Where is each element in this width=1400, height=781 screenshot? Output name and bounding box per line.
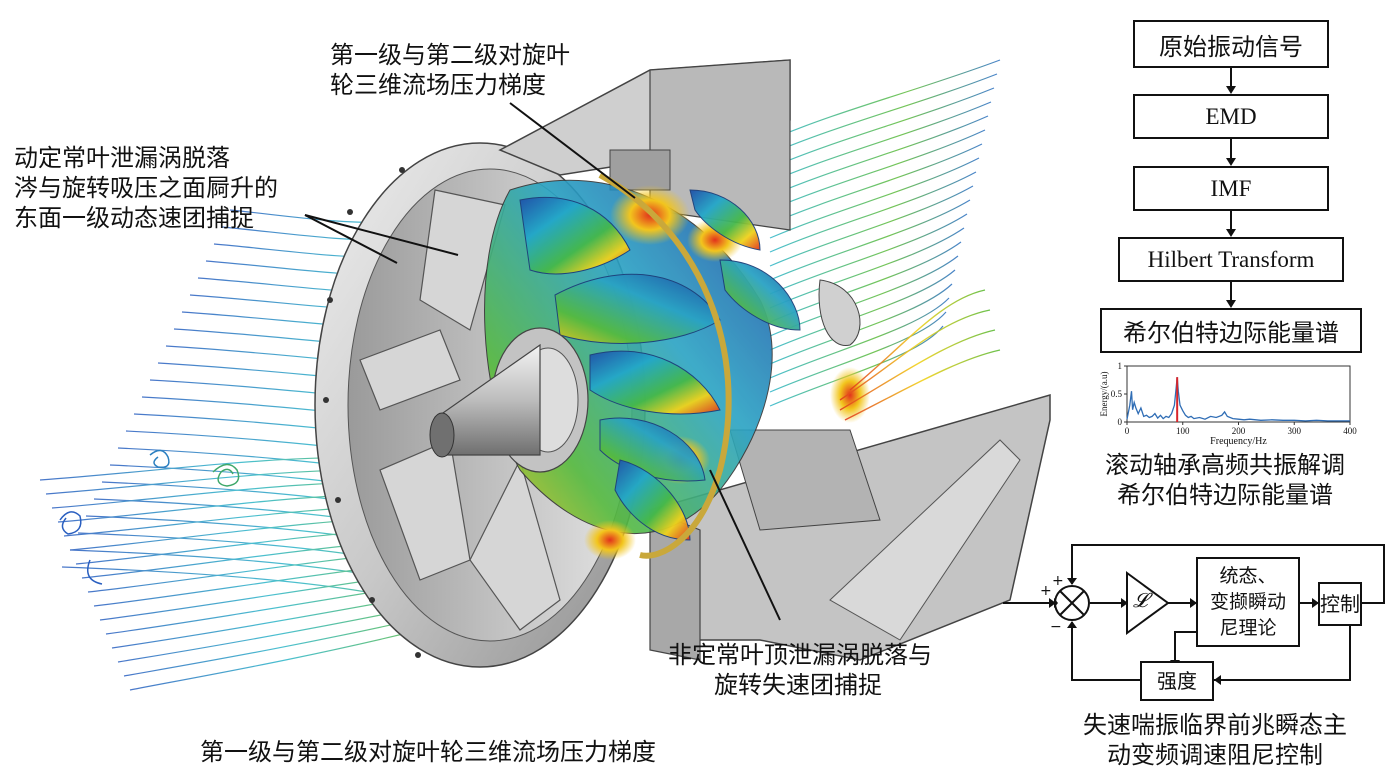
- spectrum-caption: 滚动轴承高频共振解调 希尔伯特边际能量谱: [1090, 450, 1360, 510]
- outlet-streamline: [769, 157, 980, 239]
- y-tick-label: 0: [1118, 417, 1123, 427]
- flow-arrow-head: [1226, 300, 1236, 308]
- controller-block: 统态、 变撷瞬动 尼理论: [1196, 557, 1300, 647]
- spectrum-series: [1126, 377, 1350, 422]
- outlet-streamline: [769, 283, 953, 365]
- control-caption-line1: 失速喘振临界前兆瞬态主: [1083, 711, 1347, 739]
- annotation-top: 第一级与第二级对旋叶 轮三维流场压力梯度: [330, 40, 570, 100]
- outlet-streamline: [769, 73, 998, 155]
- outlet-streamline: [769, 171, 977, 253]
- annotation-bottom-line1: 非定常叶顶泄漏涡脱落与: [668, 641, 932, 669]
- outlet-streamline: [769, 269, 956, 351]
- sensor-block: 强度: [1140, 661, 1214, 701]
- controller-line1: 统态、: [1219, 565, 1277, 587]
- y-tick-label: 0.5: [1111, 389, 1123, 399]
- outlet-streamline: [769, 101, 992, 183]
- spectrum-caption-line1: 滚动轴承高频共振解调: [1105, 451, 1345, 479]
- x-tick-label: 0: [1125, 426, 1130, 436]
- rotor-disk: [598, 172, 732, 559]
- flow-arrow-head: [1226, 229, 1236, 237]
- spectrum-caption-line2: 希尔伯特边际能量谱: [1117, 481, 1333, 509]
- outlet-streamline: [769, 59, 1001, 141]
- control-caption: 失速喘振临界前兆瞬态主 动变频调速阻尼控制: [1050, 710, 1380, 770]
- annotation-left-line2: 涔与旋转吸压之面屙升的: [14, 174, 278, 202]
- annotation-left-line1: 动定常叶泄漏涡脱落: [14, 144, 230, 172]
- main-caption: 第一级与第二级对旋叶轮三维流场压力梯度: [200, 738, 656, 766]
- sum-minus: −: [1050, 619, 1062, 635]
- control-caption-line2: 动变频调速阻尼控制: [1107, 741, 1323, 769]
- outlet-streamline: [769, 199, 971, 281]
- actuator-block: 控制: [1318, 582, 1362, 626]
- vortex-curls: [59, 449, 240, 585]
- gain-symbol: 𝓛: [1133, 588, 1148, 612]
- annotation-left: 动定常叶泄漏涡脱落 涔与旋转吸压之面屙升的 东面一级动态速团捕捉: [14, 143, 278, 233]
- outlet-streamline: [769, 213, 968, 295]
- flow-step-raw-signal: 原始振动信号: [1133, 20, 1329, 68]
- flow-step-marginal-spectrum: 希尔伯特边际能量谱: [1100, 308, 1362, 353]
- annotation-left-line3: 东面一级动态速团捕捉: [14, 204, 254, 232]
- annotation-bottom: 非定常叶顶泄漏涡脱落与 旋转失速团捕捉: [668, 640, 932, 700]
- hot-streamlines: [839, 289, 1001, 421]
- outlet-streamline: [769, 143, 983, 225]
- flowchart-arrows: [1226, 68, 1236, 308]
- annotation-bottom-line2: 旋转失速团捕捉: [714, 671, 882, 699]
- x-tick-label: 400: [1343, 426, 1357, 436]
- flow-step-imf: IMF: [1133, 166, 1329, 211]
- outlet-streamline: [769, 325, 944, 407]
- flow-arrow-head: [1226, 86, 1236, 94]
- leader-lines: [304, 102, 781, 621]
- y-axis-label: Energy/(a.u): [1099, 371, 1109, 416]
- y-tick-label: 1: [1118, 361, 1123, 371]
- controller-line3: 尼理论: [1219, 617, 1277, 639]
- x-tick-label: 100: [1176, 426, 1190, 436]
- nose-cone: [429, 279, 861, 473]
- x-axis-label: Frequency/Hz: [1210, 436, 1267, 447]
- outlet-streamline: [769, 129, 986, 211]
- control-loop-lines: [1003, 544, 1385, 681]
- sum-plus-left: +: [1040, 583, 1052, 599]
- flow-arrow-head: [1226, 158, 1236, 166]
- outlet-streamline: [769, 227, 965, 309]
- inlet-streamline: [123, 613, 441, 677]
- outlet-streamline: [769, 297, 950, 379]
- inlet-streamline: [129, 624, 441, 691]
- flow-step-emd: EMD: [1133, 94, 1329, 139]
- outlet-streamline: [769, 311, 947, 393]
- rotor-blades: [519, 189, 801, 541]
- annotation-top-line1: 第一级与第二级对旋叶: [330, 41, 570, 69]
- outlet-streamline: [769, 87, 995, 169]
- inlet-guide-vanes: [359, 189, 561, 631]
- flow-step-hilbert: Hilbert Transform: [1118, 237, 1344, 282]
- annotation-top-line2: 轮三维流场压力梯度: [330, 71, 546, 99]
- controller-line2: 变撷瞬动: [1209, 591, 1286, 613]
- sum-plus-top: +: [1052, 573, 1064, 589]
- outlet-streamlines: [769, 59, 1001, 407]
- x-tick-label: 200: [1232, 426, 1246, 436]
- outlet-streamline: [769, 115, 989, 197]
- outlet-streamline: [769, 185, 974, 267]
- x-tick-label: 300: [1288, 426, 1302, 436]
- chart-frame: [1126, 365, 1351, 423]
